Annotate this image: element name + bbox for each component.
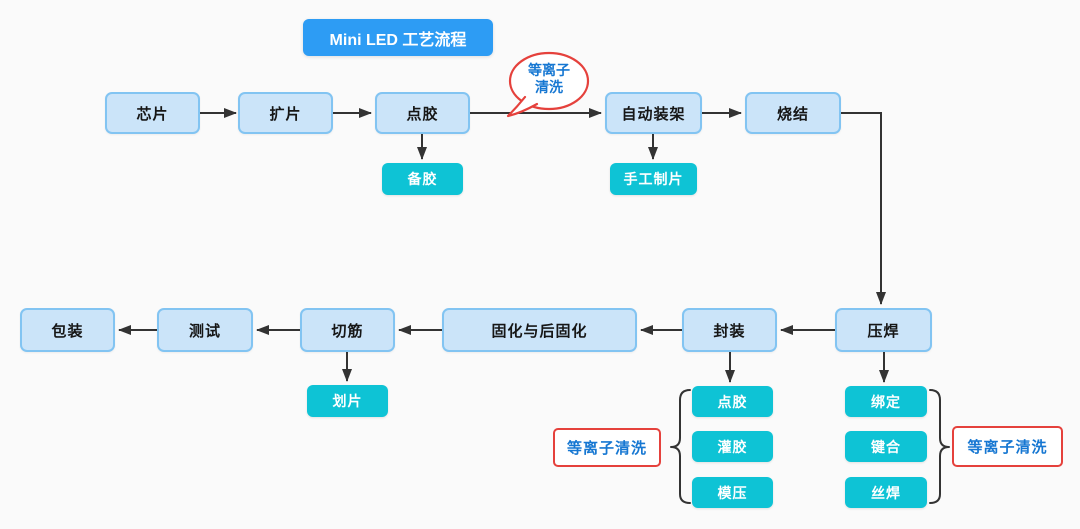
- node-sinter: 烧结: [745, 92, 841, 134]
- node-trim: 切筋: [300, 308, 395, 352]
- substep-fill-glue: 灌胶: [692, 431, 773, 462]
- plasma-clean-bubble-label: 等离子 清洗: [509, 62, 589, 96]
- substep-prepare-glue: 备胶: [382, 163, 463, 195]
- substep-dispense: 点胶: [692, 386, 773, 417]
- substep-bond: 键合: [845, 431, 927, 462]
- brace-left: [670, 389, 691, 504]
- speech-bubble-tail: [506, 95, 539, 118]
- node-cure-postcure: 固化与后固化: [442, 308, 637, 352]
- node-encapsulate: 封装: [682, 308, 777, 352]
- callout-plasma-clean-right: 等离子清洗: [952, 426, 1063, 467]
- node-chip: 芯片: [105, 92, 200, 134]
- callout-plasma-clean-left: 等离子清洗: [553, 428, 661, 467]
- arrow-sinter-to-pressweld: [841, 112, 886, 305]
- substep-mold-press: 模压: [692, 477, 773, 508]
- bubble-line-2: 清洗: [535, 79, 563, 95]
- substep-scribe: 划片: [307, 385, 388, 417]
- substep-bind: 绑定: [845, 386, 927, 417]
- node-dispense: 点胶: [375, 92, 470, 134]
- node-auto-mount: 自动装架: [605, 92, 702, 134]
- node-press-weld: 压焊: [835, 308, 932, 352]
- node-pack: 包装: [20, 308, 115, 352]
- bubble-line-1: 等离子: [528, 62, 570, 78]
- node-expand-film: 扩片: [238, 92, 333, 134]
- node-test: 测试: [157, 308, 253, 352]
- substep-manual-slide: 手工制片: [610, 163, 697, 195]
- brace-right: [929, 389, 950, 504]
- substep-wire-weld: 丝焊: [845, 477, 927, 508]
- diagram-title: Mini LED 工艺流程: [303, 19, 493, 56]
- flow-arrows: [118, 108, 889, 383]
- speech-bubble: [506, 51, 590, 118]
